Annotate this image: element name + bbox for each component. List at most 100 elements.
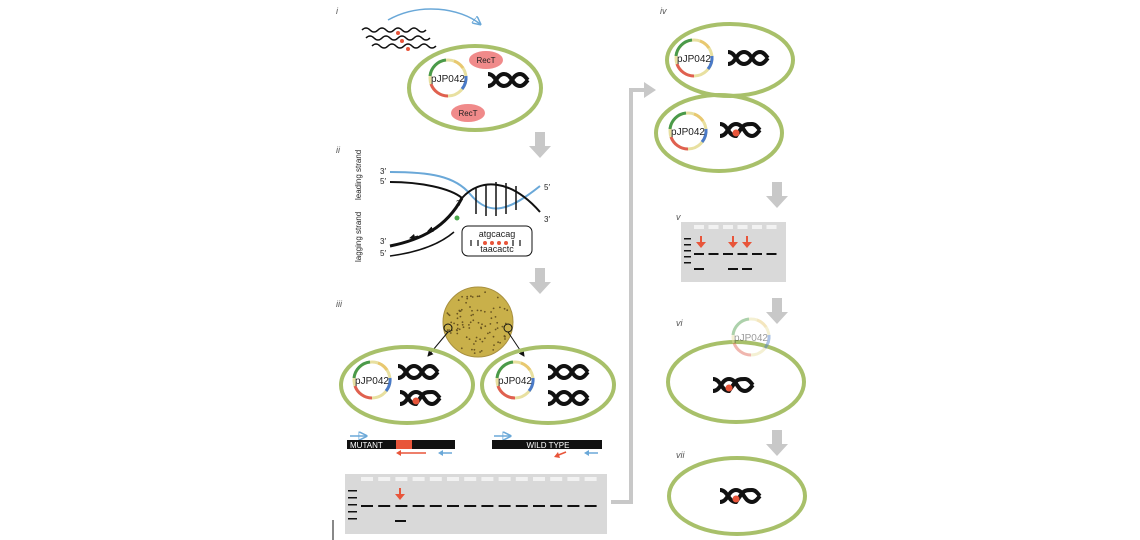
plasmid-i: pJP042 (428, 58, 468, 98)
colony-dot (466, 295, 469, 298)
colony-dot (458, 328, 461, 331)
colony-dot (447, 313, 450, 316)
svg-text:MUTANT: MUTANT (350, 441, 383, 450)
colony-dot (466, 297, 469, 300)
lagging-5prime: 5′ (380, 249, 386, 258)
colony-dot (487, 332, 489, 335)
colony-dot (449, 332, 452, 334)
gel-band (694, 253, 704, 255)
plasmid-mutant: pJP042 (352, 360, 392, 400)
cell-vi (666, 340, 806, 424)
ladder-band (348, 490, 357, 492)
colony-dot (490, 317, 493, 320)
colony-dot (456, 323, 459, 326)
leading-strand-black (389, 181, 463, 199)
genome-helix-mutant-bottom (398, 390, 442, 407)
genome-helix-vii (718, 488, 762, 505)
lagging-strand-label: lagging strand (354, 212, 363, 262)
panel-label-i: i (336, 6, 339, 16)
leading-strand-label: leading strand (354, 150, 363, 200)
helix-rungs (475, 182, 517, 216)
colony-dot (472, 319, 475, 322)
colony-dot (461, 295, 463, 298)
gel-iii-mutant-arrow (395, 488, 405, 500)
colony-dot (480, 309, 482, 312)
colony-dot (506, 309, 509, 312)
panel-label-iii: iii (336, 299, 343, 309)
connector-iii-to-iv (611, 88, 646, 504)
ladder-band (684, 244, 691, 246)
colony-dot (459, 315, 462, 318)
colony-dot (493, 344, 495, 346)
gel-band (550, 505, 563, 507)
gel-well (481, 477, 494, 481)
colony-dot (456, 312, 459, 315)
gel-well (378, 477, 391, 481)
colony-dot (501, 325, 504, 328)
plasmid-vi-cured: pJP042 (731, 317, 771, 357)
colony-dot (469, 306, 471, 308)
gel-band (447, 505, 459, 507)
colony-dot (453, 322, 455, 325)
genome-helix-iv-bottom (718, 122, 762, 139)
colony-dot (479, 338, 481, 341)
step-arrow-vi-vii (766, 430, 788, 456)
colony-dot (492, 349, 495, 351)
gel-well (737, 225, 748, 229)
gel-well (533, 477, 545, 481)
ladder-band (348, 497, 357, 499)
panel-label-vi: vi (676, 318, 684, 328)
colony-dot (461, 323, 464, 326)
transfer-arrow (387, 8, 480, 24)
gel-well (584, 477, 597, 481)
genome-helix-wildtype-top (546, 364, 590, 380)
gel-band (498, 505, 511, 507)
colony-dot (494, 328, 497, 331)
colony-dot (461, 321, 464, 323)
gel-well (567, 477, 580, 481)
colony-dot (471, 309, 473, 312)
ladder-band (684, 256, 691, 258)
ladder-band (684, 262, 691, 264)
genome-helix-i (486, 72, 530, 88)
colony-dot (465, 336, 468, 339)
colony-dot (460, 308, 463, 311)
gel-well (447, 477, 459, 481)
gel-band-mutant (742, 268, 752, 270)
colony-dot (484, 291, 486, 294)
svg-text:WILD TYPE: WILD TYPE (527, 441, 570, 450)
lagging-3prime: 3′ (380, 237, 386, 246)
colony-dot (456, 329, 458, 332)
colony-dot (470, 295, 472, 298)
svg-text:pJP042: pJP042 (734, 333, 768, 344)
gel-band (766, 253, 777, 255)
ladder-band (348, 518, 357, 520)
lagging-strand-lower (389, 231, 455, 257)
panel-label-ii: ii (336, 145, 341, 155)
colony-dot (471, 296, 474, 298)
cell-mutant (339, 345, 475, 425)
genome-helix-mutant-top (396, 364, 440, 380)
colony-plate (442, 286, 514, 358)
colony-dot (473, 352, 476, 354)
gel-well (412, 477, 425, 481)
gel-well (515, 477, 528, 481)
colony-dot (456, 327, 459, 330)
gel-well (766, 225, 777, 229)
gel-band (515, 505, 528, 507)
mutant-pcr-diagram: MUTANT (347, 436, 455, 456)
colony-dot (457, 299, 460, 301)
cell-vii (667, 456, 807, 536)
gel-v (681, 222, 786, 282)
colony-dot (473, 343, 475, 345)
colony-dot (456, 317, 459, 320)
gel-well (361, 477, 373, 481)
genome-helix-wildtype-bottom (546, 390, 590, 406)
colony-dot (481, 323, 483, 326)
svg-text:RecT: RecT (458, 109, 477, 118)
gel-well (752, 225, 762, 229)
gel-band (584, 505, 597, 507)
colony-dot (497, 341, 499, 344)
plasmid-iv-top: pJP042 (674, 38, 714, 78)
